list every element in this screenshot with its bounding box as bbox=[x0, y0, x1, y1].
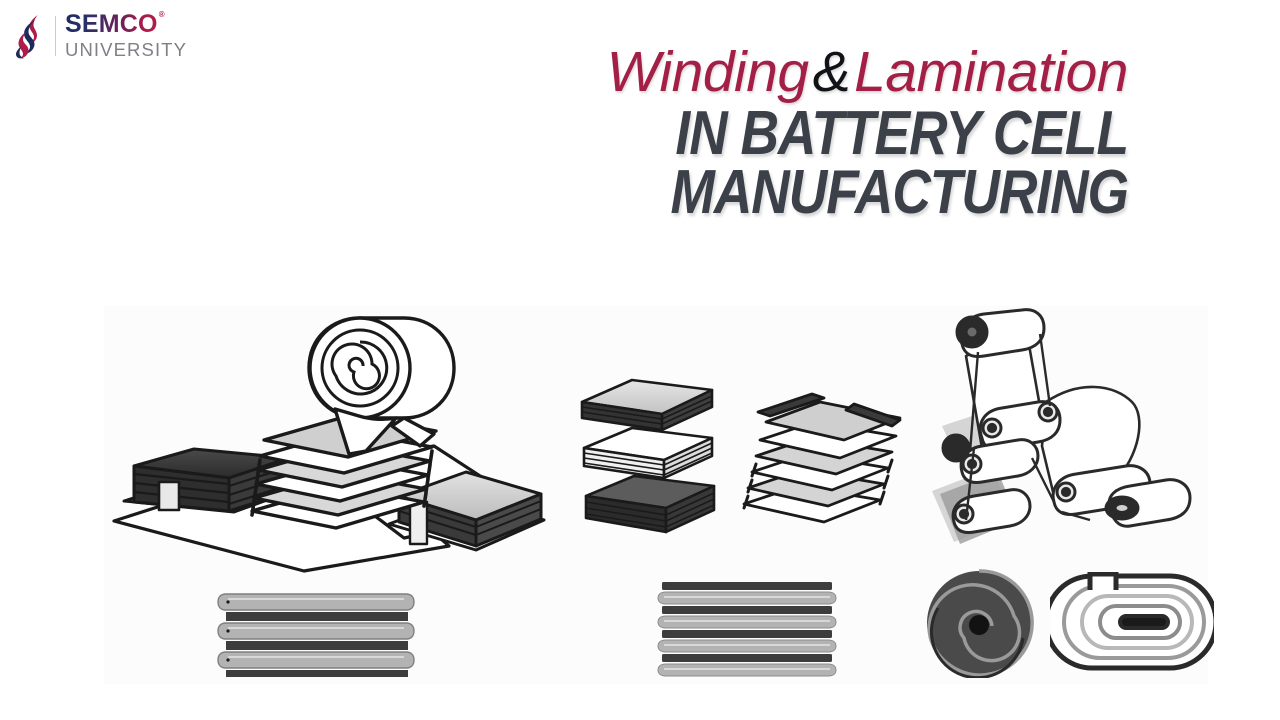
separator-sheet-stack bbox=[582, 426, 714, 480]
brand-subtitle: UNIVERSITY bbox=[65, 39, 188, 61]
cylindrical-jelly-roll bbox=[927, 569, 1034, 678]
anode-sheet-stack bbox=[584, 474, 716, 534]
take-up-roller bbox=[1051, 464, 1192, 528]
page-title: Winding&Lamination IN BATTERY CELL MANUF… bbox=[428, 44, 1129, 228]
title-word-lamination: Lamination bbox=[854, 40, 1128, 104]
assembled-interleaved-stack bbox=[742, 392, 902, 524]
machine-frame-line bbox=[964, 333, 1091, 522]
brand-wordmark: SEMCO® UNIVERSITY bbox=[65, 9, 188, 61]
brand-name: SEMCO bbox=[65, 10, 158, 39]
assembled-stack-edges bbox=[742, 458, 894, 510]
semco-flame-icon bbox=[16, 15, 38, 59]
registered-mark-icon: ® bbox=[158, 9, 165, 19]
illustration-panel bbox=[104, 306, 1214, 684]
feed-roller bbox=[955, 308, 1046, 358]
zfold-edges bbox=[250, 449, 434, 517]
light-electrode-stack-right bbox=[387, 470, 546, 552]
title-ampersand: & bbox=[812, 40, 851, 104]
lower-roller bbox=[951, 488, 1032, 534]
title-line-three: MANUFACTURING bbox=[670, 158, 1129, 228]
cross-section-z-fold bbox=[217, 593, 415, 677]
scene-z-folding-stacking bbox=[112, 316, 546, 573]
brand-logo[interactable]: SEMCO® UNIVERSITY bbox=[14, 10, 204, 62]
brand-name-row: SEMCO® bbox=[65, 9, 187, 39]
cathode-sheet-stack bbox=[580, 378, 714, 432]
scene-single-sheet-stacking bbox=[580, 378, 902, 534]
separator-roll-spiral bbox=[307, 316, 456, 456]
cross-section-stacked bbox=[657, 582, 837, 677]
title-line-two: IN BATTERY CELL bbox=[675, 99, 1129, 168]
logo-divider bbox=[55, 16, 56, 56]
title-word-winding: Winding bbox=[606, 40, 809, 104]
title-line-one: Winding&Lamination bbox=[428, 44, 1129, 101]
nip-rollers bbox=[978, 400, 1062, 451]
prismatic-jelly-roll bbox=[1050, 572, 1214, 671]
scene-lamination-machine bbox=[932, 308, 1192, 544]
